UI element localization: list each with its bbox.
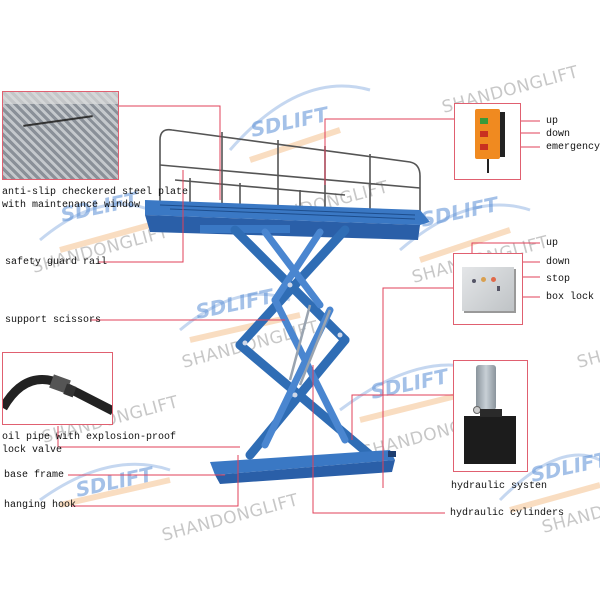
remote-side <box>500 112 505 157</box>
label-remote-down: down <box>546 129 571 140</box>
remote-down-button <box>480 131 488 137</box>
oil-pipe-drawing <box>3 374 112 416</box>
remote-up-button <box>480 118 488 124</box>
label-box-up: up <box>546 238 559 249</box>
label-remote-up: up <box>546 116 559 127</box>
label-box-down: down <box>546 257 571 268</box>
label-remote-emergency: emergency <box>546 142 600 153</box>
maintenance-window-seam <box>23 115 93 127</box>
box-up-button <box>472 279 476 283</box>
label-hanging-hook: hanging hook <box>4 500 77 511</box>
label-hydraulic-cylinders: hydraulic cylinders <box>450 508 565 519</box>
label-guard-rail: safety guard rail <box>5 257 108 268</box>
label-box-lock: box lock <box>546 292 595 303</box>
label-support-scissors: support scissors <box>5 315 102 326</box>
control-box-body <box>462 267 514 311</box>
remote-control-photo <box>454 103 521 180</box>
label-oil-pipe-line2: lock valve <box>2 445 63 456</box>
label-steel-plate-line1: anti-slip checkered steel plate <box>2 187 189 198</box>
label-oil-pipe-line1: oil pipe with explosion-proof <box>2 432 177 443</box>
hydraulic-system-photo <box>453 360 528 472</box>
label-box-stop: stop <box>546 274 571 285</box>
plate-edge <box>3 92 118 104</box>
box-stop-button <box>491 277 496 282</box>
label-base-frame: base frame <box>4 470 65 481</box>
control-box-photo <box>453 253 523 325</box>
remote-cable <box>487 159 489 173</box>
remote-emergency-button <box>480 144 488 150</box>
box-down-button <box>481 277 486 282</box>
label-steel-plate-line2: with maintenance window <box>2 200 141 211</box>
box-lock <box>497 286 500 291</box>
oil-tank <box>464 416 516 464</box>
motor <box>476 365 496 410</box>
valve-block <box>480 409 502 417</box>
label-hydraulic-system: hydraulic systen <box>451 481 548 492</box>
steel-plate-photo <box>2 91 119 180</box>
oil-pipe-photo <box>2 352 113 425</box>
